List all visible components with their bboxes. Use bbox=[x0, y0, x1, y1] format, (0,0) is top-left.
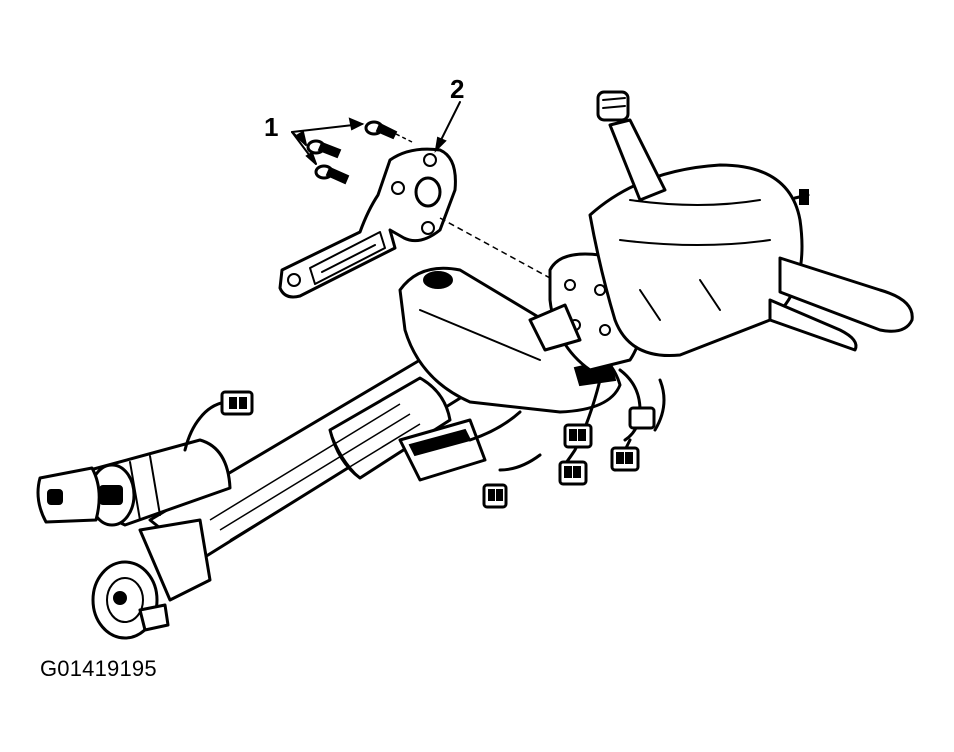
lower-shaft-assembly bbox=[36, 390, 254, 527]
callout-label-2: 2 bbox=[450, 74, 465, 104]
figure-id: G01419195 bbox=[40, 656, 157, 681]
callout-leaders bbox=[291, 101, 461, 165]
screw-middle bbox=[306, 139, 342, 159]
middle-connectors bbox=[398, 410, 542, 509]
screw-top bbox=[364, 120, 398, 140]
switch-shroud bbox=[588, 90, 914, 358]
mounting-plate bbox=[278, 147, 551, 299]
lower-bracket bbox=[91, 518, 212, 640]
callout-label-1: 1 bbox=[264, 112, 279, 142]
mounting-screws bbox=[306, 120, 413, 185]
wiring-harness bbox=[558, 368, 666, 486]
screw-bottom bbox=[314, 164, 350, 185]
